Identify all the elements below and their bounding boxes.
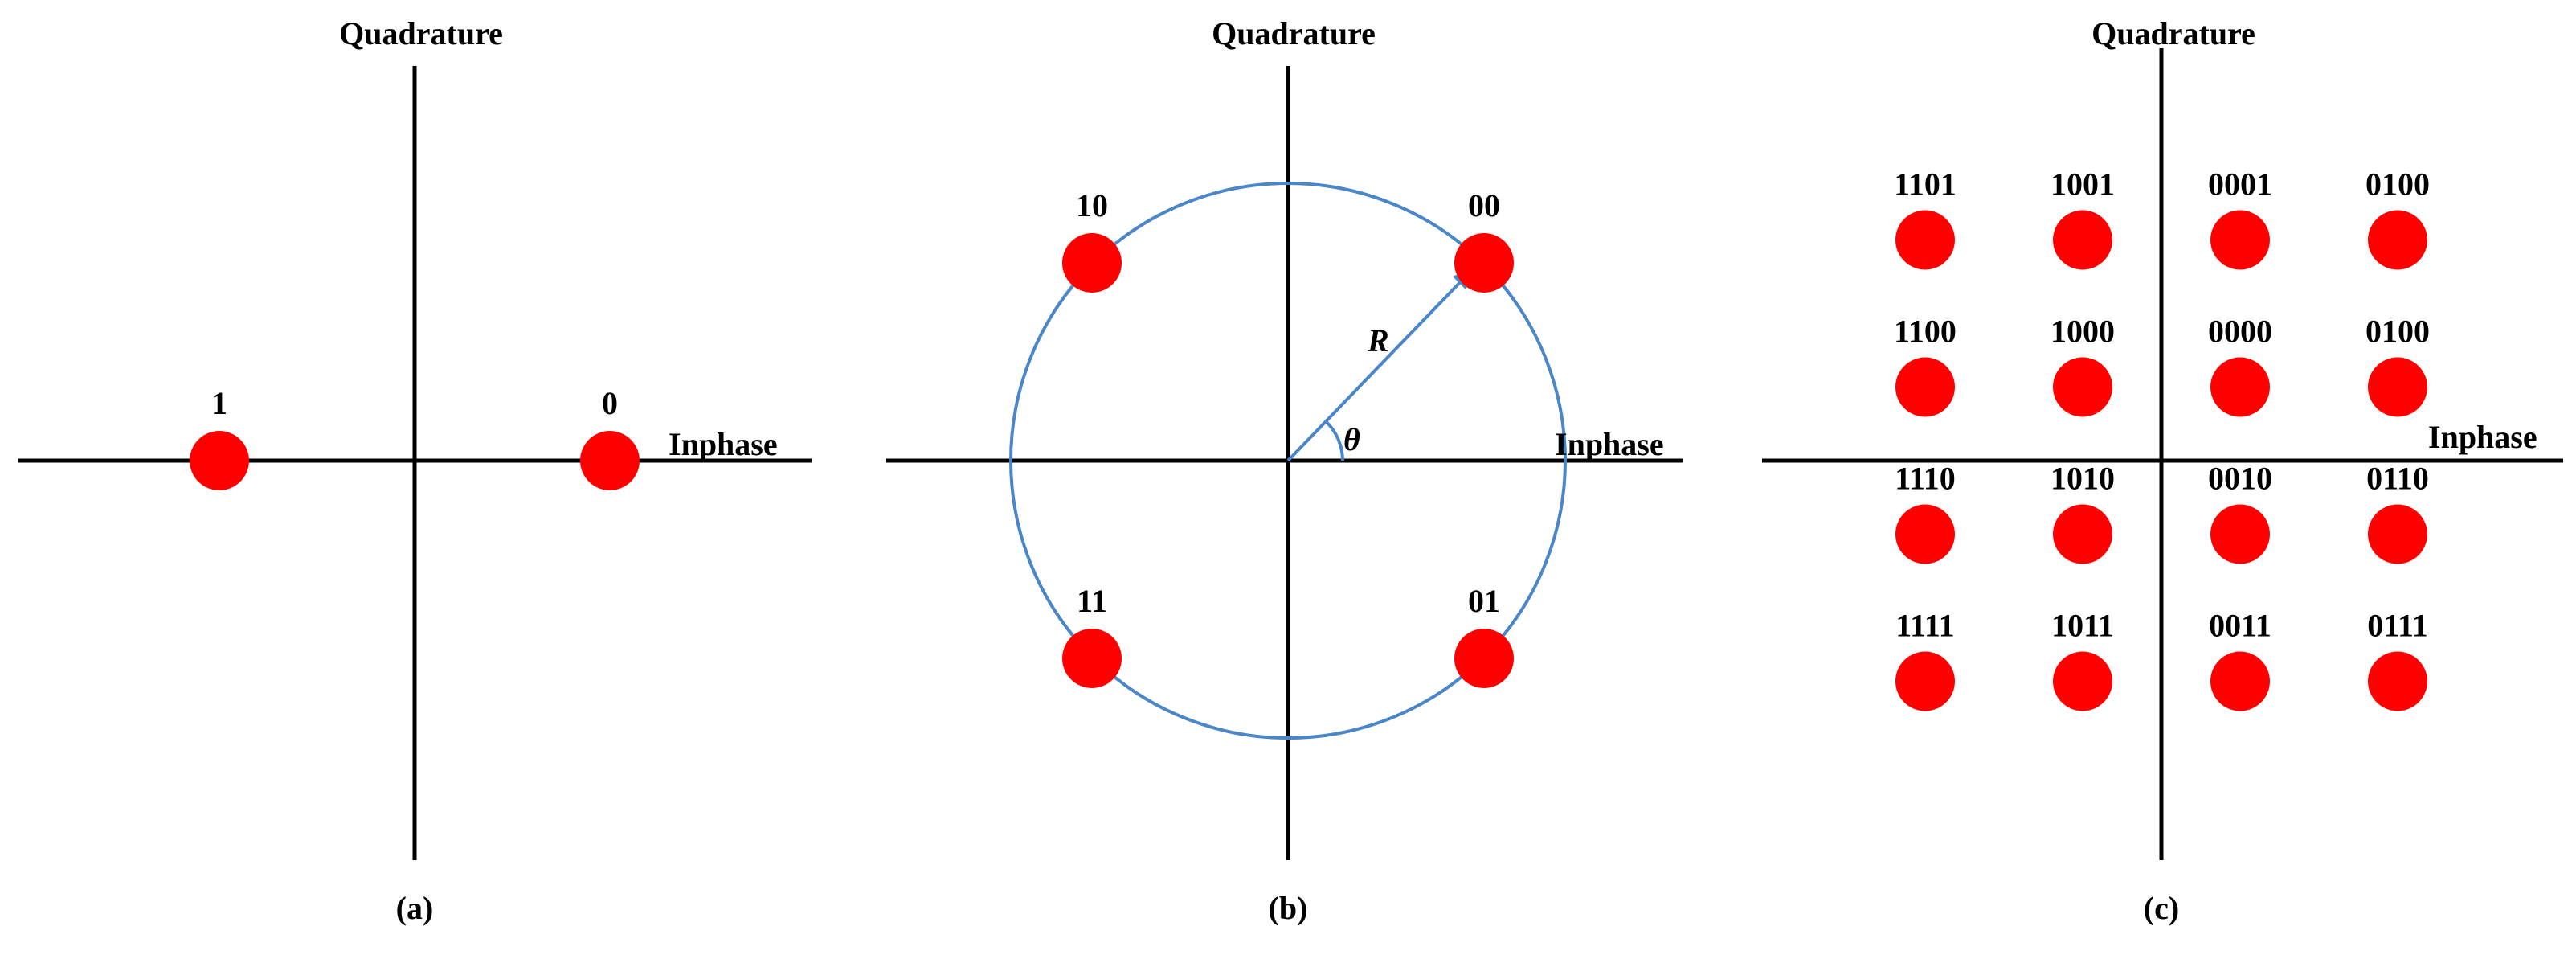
point-label: 0011 [2209,608,2271,644]
point-label: 0000 [2208,314,2272,350]
panel-caption: (b) [1269,890,1308,926]
point-label: 00 [1468,187,1500,223]
unit-circle [1009,182,1567,740]
constellation-point [1895,210,1955,270]
constellation-point [2210,504,2270,564]
point-label: 0111 [2367,608,2428,644]
point-label: 01 [1468,583,1500,619]
point-label: 1110 [1895,461,1956,497]
point-label: 1111 [1895,608,1954,644]
constellation-point [1062,629,1122,688]
angle-arc [1325,420,1344,461]
angle-label: θ [1343,421,1360,457]
constellation-point [2368,357,2427,417]
constellation-point [2053,651,2112,711]
constellation-point [1895,651,1955,711]
points-group: 10 00 11 01 [1062,187,1514,688]
constellation-point [1895,504,1955,564]
radius-vector [1286,274,1468,462]
constellation-point [580,431,640,490]
panel-caption: (a) [396,890,434,926]
constellation-point [2210,210,2270,270]
constellation-point [2368,504,2427,564]
point-label: 1011 [2051,608,2114,644]
y-axis-label: Quadrature [1212,15,1376,51]
radius-label: R [1367,322,1389,359]
point-label: 1001 [2051,166,2115,203]
point-label: 1 [211,385,227,421]
panel-qpsk: R θ Quadrature Inphase 10 00 11 01 (b) [886,15,1683,926]
constellation-point [2368,651,2427,711]
constellation-point [2210,651,2270,711]
constellation-point [2210,357,2270,417]
y-axis-label: Quadrature [2091,15,2255,51]
point-label: 0001 [2208,166,2272,203]
constellation-point [2053,357,2112,417]
point-label: 0 [602,385,618,421]
point-label: 1010 [2051,461,2115,497]
point-label: 1000 [2051,314,2115,350]
x-axis-label: Inphase [669,426,778,462]
point-label: 11 [1077,583,1107,619]
point-label: 0100 [2365,166,2430,203]
point-label: 0100 [2365,314,2430,350]
panel-caption: (c) [2144,890,2179,926]
constellation-point [2053,504,2112,564]
constellation-point [1895,357,1955,417]
constellation-point [190,431,249,490]
point-label: 1100 [1894,314,1957,350]
constellation-point [1062,233,1122,293]
x-axis-label: Inphase [2428,419,2537,455]
constellation-point [1454,629,1514,688]
y-axis-label: Quadrature [339,15,503,51]
x-axis-label: Inphase [1555,426,1664,462]
constellation-point [2368,210,2427,270]
point-label: 0110 [2366,461,2429,497]
constellation-point [2053,210,2112,270]
point-label: 1101 [1894,166,1957,203]
points-group: 1101 1001 0001 0100 1100 1000 0000 0100 1110 1010… [1894,166,2430,711]
point-label: 0010 [2208,461,2272,497]
constellation-point [1454,233,1514,293]
point-label: 10 [1076,187,1108,223]
